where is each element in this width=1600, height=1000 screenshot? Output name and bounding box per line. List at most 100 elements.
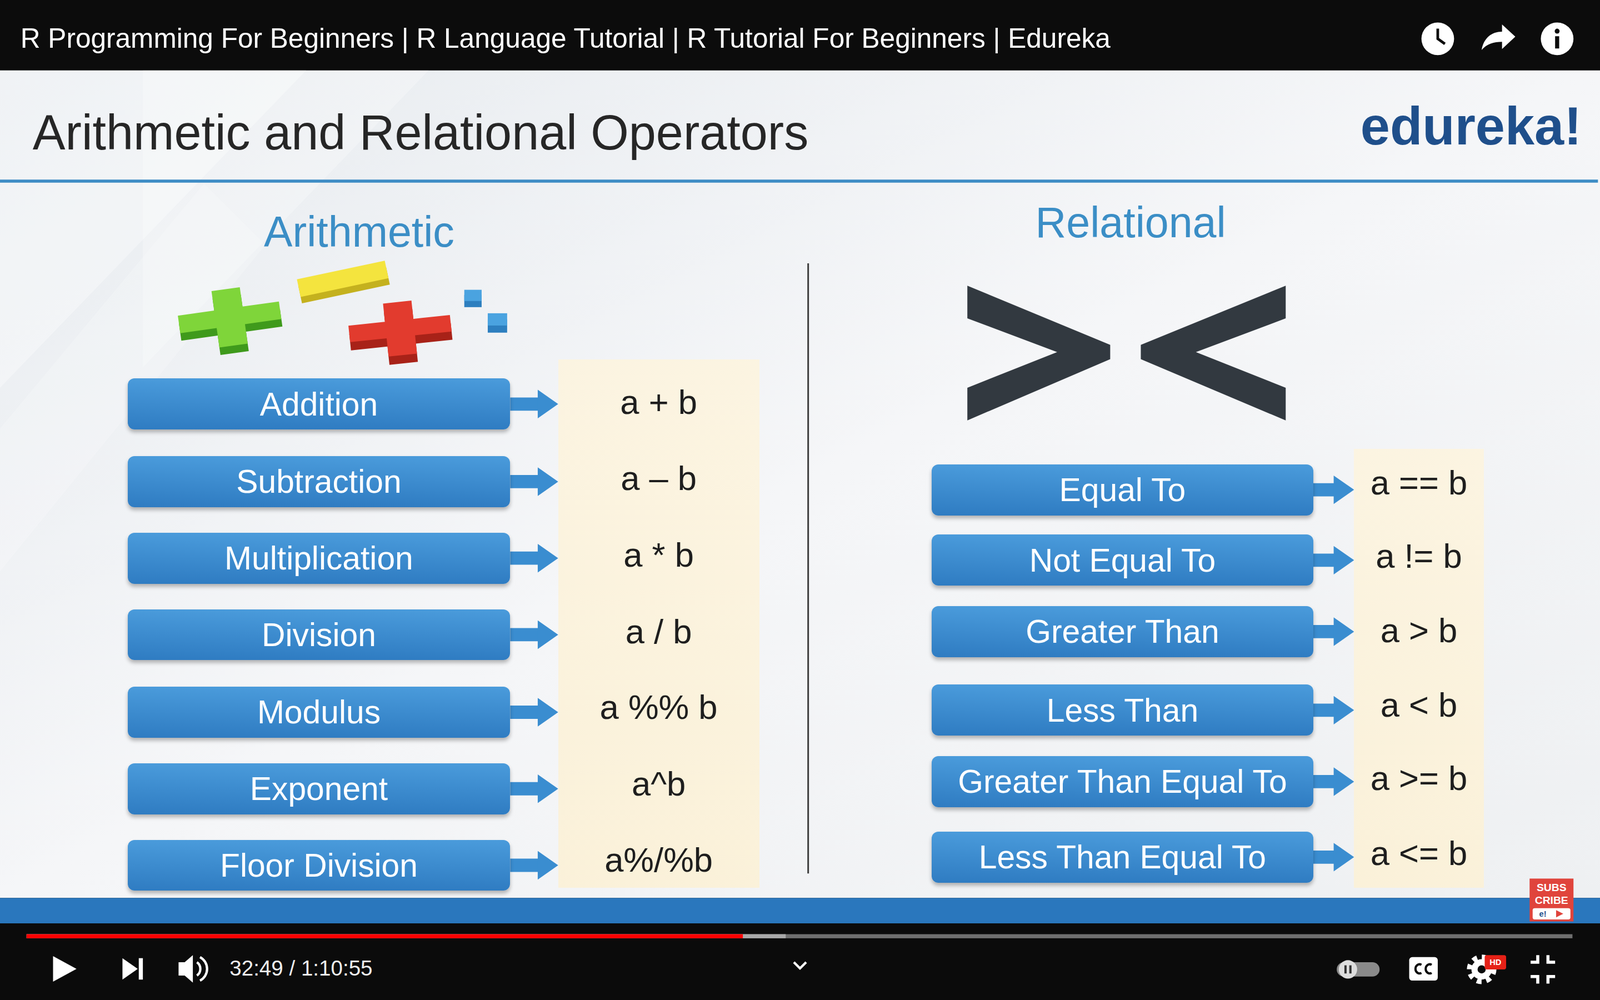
operator-name: Greater Than bbox=[1025, 612, 1219, 651]
next-icon bbox=[122, 958, 138, 980]
operator-button: Exponent bbox=[127, 763, 511, 815]
brand-logo: edureka! bbox=[1360, 96, 1582, 158]
expression-panel: a + ba – ba * ba / ba %% ba^ba%/%b bbox=[558, 359, 760, 888]
operator-button: Equal To bbox=[931, 464, 1314, 516]
plus-block-icon bbox=[175, 282, 285, 361]
play-icon bbox=[53, 956, 77, 982]
arrow-shaft bbox=[510, 475, 539, 489]
hd-badge-box bbox=[1484, 955, 1507, 970]
operator-expression: a <= b bbox=[1353, 833, 1484, 873]
arrow-shaft bbox=[510, 551, 539, 565]
operator-expression: a^b bbox=[558, 763, 760, 804]
operator-arrow bbox=[510, 774, 558, 803]
badge-logo: e! bbox=[1539, 908, 1547, 919]
subscribe-text: SUBS bbox=[1536, 881, 1567, 894]
arrow-head bbox=[1333, 475, 1355, 504]
operator-arrow bbox=[510, 390, 558, 419]
arrow-head bbox=[1333, 767, 1355, 796]
pause-bar bbox=[1349, 965, 1352, 974]
operator-expression: a < b bbox=[1353, 685, 1484, 725]
operator-expression: a – b bbox=[558, 458, 760, 499]
share-icon bbox=[1481, 24, 1516, 50]
arrow-shaft bbox=[510, 705, 539, 719]
slide-background bbox=[0, 70, 1600, 899]
progress-played bbox=[26, 934, 743, 939]
arrow-shaft bbox=[510, 397, 539, 411]
clock-hands bbox=[1437, 28, 1445, 44]
captions-glyph bbox=[1415, 964, 1422, 974]
progress-track bbox=[26, 934, 1573, 939]
badge-logo-box bbox=[1532, 908, 1571, 920]
subscribe-text: CRIBE bbox=[1535, 894, 1569, 907]
arrow-shaft bbox=[1313, 703, 1335, 717]
operator-expression: a * b bbox=[558, 535, 760, 575]
operator-name: Greater Than Equal To bbox=[957, 762, 1287, 801]
volume-wave bbox=[196, 962, 200, 976]
operator-arrow bbox=[1313, 546, 1354, 575]
badge-play bbox=[1556, 910, 1564, 918]
operator-arrow bbox=[1313, 767, 1354, 796]
arrow-shaft bbox=[510, 858, 539, 873]
operator-name: Equal To bbox=[1059, 471, 1187, 509]
operator-expression: a >= b bbox=[1353, 758, 1484, 799]
expression-panel: a == ba != ba > ba < ba >= ba <= b bbox=[1353, 448, 1484, 888]
slide-footer-band bbox=[0, 897, 1600, 924]
exit-fullscreen-icon bbox=[1530, 955, 1555, 984]
operator-expression: a %% b bbox=[558, 687, 760, 727]
less-than-symbol bbox=[1140, 285, 1286, 420]
volume-wave bbox=[200, 957, 208, 981]
arrow-head bbox=[1333, 842, 1355, 872]
operator-button: Greater Than Equal To bbox=[931, 756, 1314, 808]
info-stem bbox=[1555, 36, 1559, 49]
operator-expression: a / b bbox=[558, 612, 760, 652]
watch-later-icon bbox=[1421, 22, 1455, 55]
operator-name: Not Equal To bbox=[1029, 541, 1216, 580]
arrow-shaft bbox=[1313, 850, 1335, 864]
progress-buffered bbox=[26, 934, 787, 939]
operator-arrow bbox=[510, 697, 558, 727]
operator-arrow bbox=[1313, 617, 1354, 646]
chapters-chevron bbox=[793, 962, 807, 969]
operator-expression: a > b bbox=[1353, 611, 1484, 651]
captions-icon bbox=[1409, 957, 1438, 981]
operator-name: Addition bbox=[260, 385, 378, 424]
operator-button: Floor Division bbox=[127, 840, 511, 892]
operator-arrow bbox=[510, 467, 558, 496]
operator-arrow bbox=[1313, 696, 1354, 725]
operator-button: Division bbox=[127, 609, 511, 661]
column-divider bbox=[807, 263, 809, 874]
gear-hole bbox=[1477, 965, 1487, 974]
autoplay-knob bbox=[1338, 960, 1358, 979]
operator-arrow bbox=[510, 543, 558, 573]
top-bar bbox=[0, 0, 1600, 71]
operator-button: Not Equal To bbox=[931, 534, 1314, 586]
minus-block-icon bbox=[296, 260, 390, 304]
arrow-head bbox=[1333, 617, 1355, 646]
operator-arrow bbox=[510, 851, 558, 880]
operator-name: Division bbox=[261, 616, 377, 654]
arrow-head bbox=[1333, 546, 1355, 575]
operator-button: Multiplication bbox=[127, 532, 511, 584]
title-underline bbox=[0, 179, 1598, 183]
subscribe-badge bbox=[1529, 878, 1574, 922]
arrow-head bbox=[537, 467, 559, 496]
background-facet bbox=[0, 183, 266, 572]
operator-button: Less Than bbox=[931, 684, 1314, 736]
video-time: 32:49 / 1:10:55 bbox=[229, 956, 373, 981]
arrow-shaft bbox=[1313, 625, 1335, 639]
operator-arrow bbox=[510, 620, 558, 649]
arrow-head bbox=[537, 851, 559, 880]
operator-expression: a%/%b bbox=[558, 840, 760, 880]
video-title: R Programming For Beginners | R Language… bbox=[20, 22, 1111, 55]
info-icon bbox=[1540, 22, 1574, 55]
operator-name: Modulus bbox=[257, 693, 381, 732]
operator-name: Multiplication bbox=[224, 539, 414, 578]
operator-name: Exponent bbox=[250, 770, 388, 808]
operator-expression: a != b bbox=[1353, 536, 1484, 577]
arrow-head bbox=[537, 774, 559, 803]
times-block-icon bbox=[346, 296, 455, 369]
arrow-shaft bbox=[1313, 483, 1335, 497]
arrow-head bbox=[1333, 696, 1355, 725]
player-controls-bar bbox=[0, 923, 1600, 1000]
greater-than-symbol bbox=[967, 285, 1110, 420]
